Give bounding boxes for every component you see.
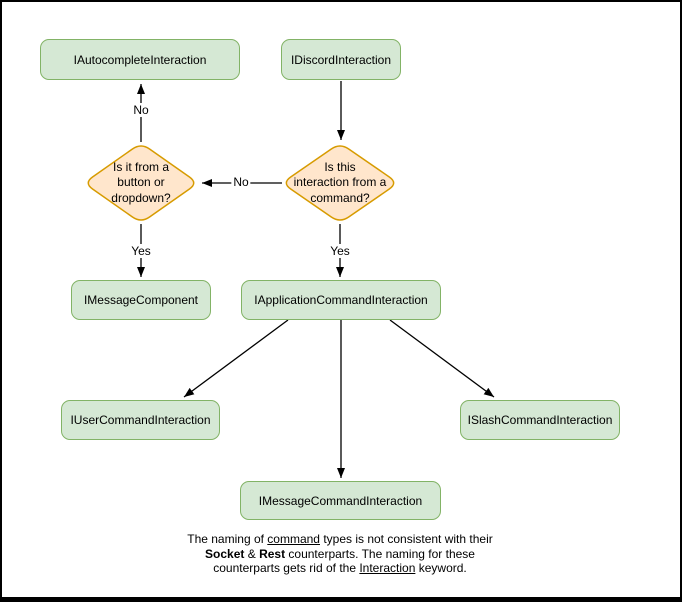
note-text-segment: counterparts. The naming for these <box>285 546 475 561</box>
note-text-segment: counterparts gets rid of the <box>213 561 360 575</box>
node-iapplicationcommandinteraction: IApplicationCommandInteraction <box>241 280 441 320</box>
node-iusercommandinteraction: IUserCommandInteraction <box>61 400 220 440</box>
node-iautocompleteinteraction: IAutocompleteInteraction <box>40 39 240 80</box>
edge-application-command-to-slash-command <box>389 319 495 398</box>
edge-label-no-across: No <box>231 175 251 189</box>
decision-from-command-shape <box>285 145 395 221</box>
note-line-2: Socket & Rest counterparts. The naming f… <box>160 547 520 562</box>
decision-button-or-dropdown-label: Is it from a button or dropdown? <box>111 159 171 205</box>
edge-label-yes-right: Yes <box>328 244 352 258</box>
decision-button-or-dropdown-shape <box>87 145 195 221</box>
note-text-segment: types is not consistent with their <box>319 532 493 546</box>
note-text-segment: & <box>244 546 260 561</box>
decision-from-command-label: Is this interaction from a command? <box>293 159 387 205</box>
note-text-segment: command <box>267 532 320 546</box>
note-line-1: The naming of command types is not consi… <box>160 532 520 547</box>
note-text-segment: Socket <box>205 546 245 561</box>
note-text-segment: The naming of <box>187 532 268 546</box>
note: The naming of command types is not consi… <box>160 532 520 576</box>
note-text-segment: keyword. <box>415 561 467 575</box>
node-islashcommandinteraction: ISlashCommandInteraction <box>460 400 620 440</box>
edge-label-yes-left: Yes <box>129 244 153 258</box>
node-imessagecommandinteraction: IMessageCommandInteraction <box>240 481 441 520</box>
note-text-segment: Interaction <box>359 561 416 575</box>
edge-application-command-to-user-command <box>183 319 289 398</box>
bottom-border-bar <box>0 597 682 602</box>
edge-label-no-up: No <box>131 103 151 117</box>
node-imessagecomponent: IMessageComponent <box>71 280 211 320</box>
note-text-segment: Rest <box>259 546 286 561</box>
note-line-3: counterparts gets rid of the Interaction… <box>160 561 520 576</box>
node-idiscordinteraction: IDiscordInteraction <box>281 39 401 80</box>
